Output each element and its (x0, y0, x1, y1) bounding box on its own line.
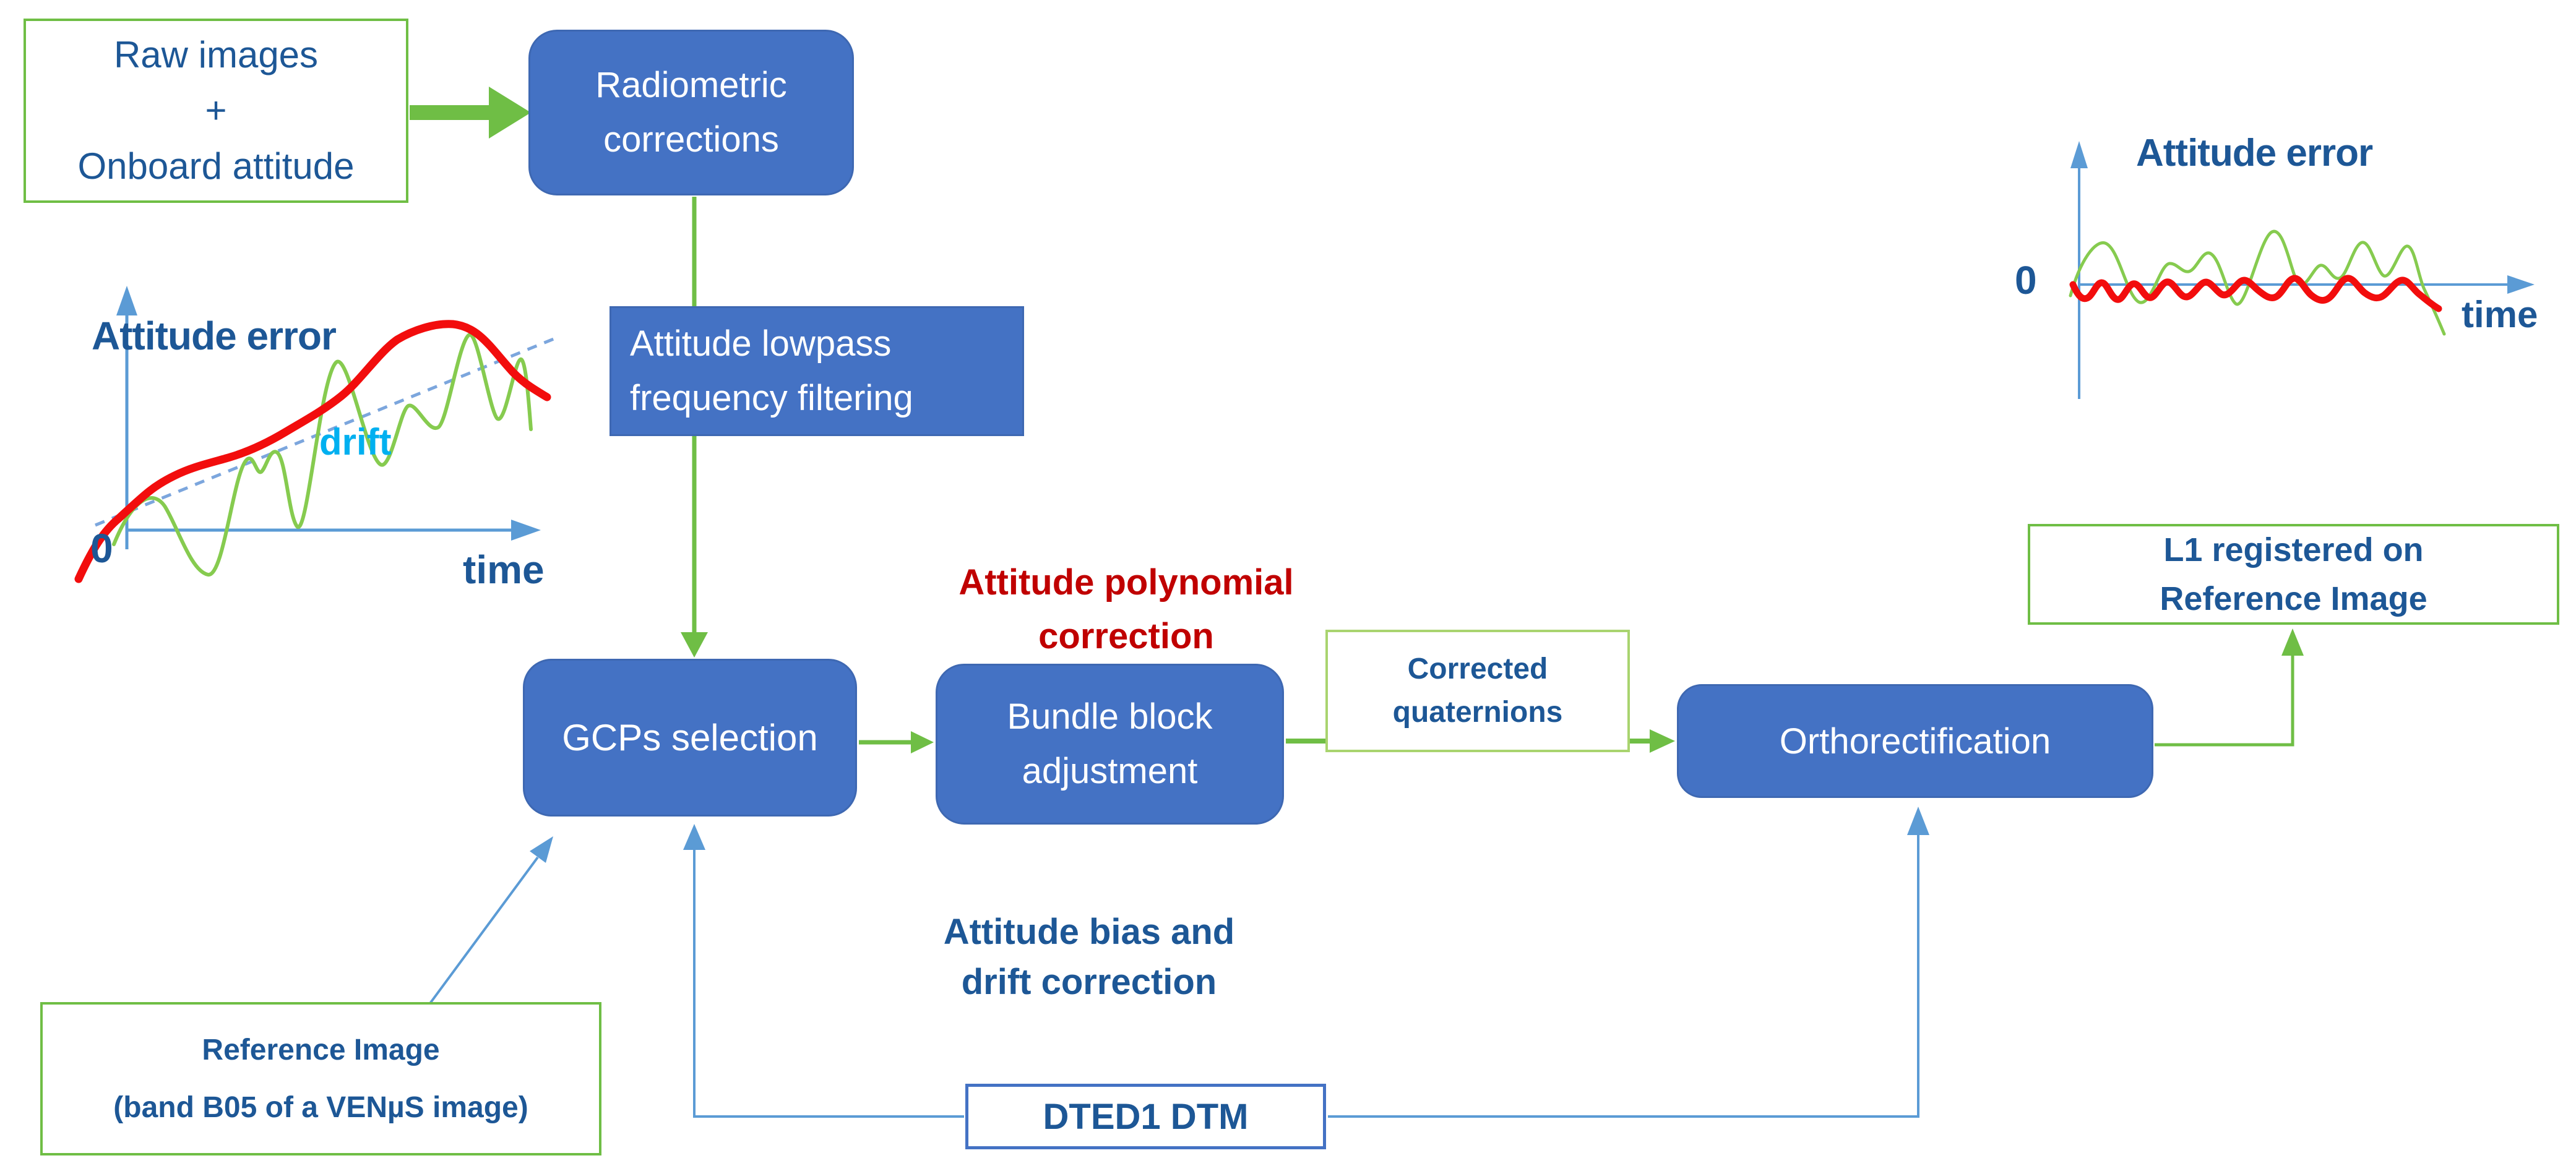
polynomial-line-2: correction (1038, 616, 1214, 656)
chart-right (2069, 141, 2535, 399)
chart-right-x-label: time (2462, 294, 2538, 335)
l1-line-2: Reference Image (2160, 580, 2427, 617)
reference-line-2: (band B05 of a VENµS image) (113, 1091, 528, 1124)
gcps-label: GCPs selection (562, 717, 818, 758)
node-radiometric-corrections: Radiometric corrections (528, 30, 854, 195)
annotation-attitude-polynomial: Attitude polynomial correction (885, 555, 1368, 663)
quaternions-line-1: Corrected (1407, 653, 1548, 686)
lowpass-line-2: frequency filtering (630, 378, 913, 418)
arrow-dted-to-ortho (1328, 807, 1929, 1118)
node-bundle-block-adjustment: Bundle block adjustment (936, 664, 1284, 825)
arrow-raw-to-radiometric (410, 87, 531, 139)
chart-left-drift-label: drift (319, 421, 392, 463)
chart-right-y-axis (2070, 141, 2088, 399)
quaternions-line-2: quaternions (1392, 696, 1563, 729)
bias-line-1: Attitude bias and (943, 912, 1235, 952)
raw-input-line-3: Onboard attitude (77, 145, 355, 187)
node-reference-image: Reference Image (band B05 of a VENµS ima… (40, 1002, 601, 1155)
chart-left-red-curve (74, 320, 551, 583)
raw-input-line-1: Raw images (113, 34, 319, 75)
arrow-gcps-to-bundle (859, 731, 934, 753)
chart-right-x-axis (2079, 275, 2535, 294)
dted-label: DTED1 DTM (1043, 1096, 1249, 1137)
bundle-line-2: adjustment (1022, 751, 1198, 791)
node-orthorectification: Orthorectification (1677, 684, 2153, 798)
orthorectification-label: Orthorectification (1779, 721, 2051, 761)
arrow-ortho-to-l1 (2155, 628, 2304, 747)
chart-right-origin-label: 0 (2015, 258, 2037, 302)
annotation-attitude-bias: Attitude bias and drift correction (860, 907, 1318, 1007)
radiometric-line-2: corrections (603, 119, 779, 160)
chart-right-red-curve (2069, 275, 2442, 312)
chart-left-x-axis (127, 520, 541, 541)
polynomial-line-1: Attitude polynomial (958, 562, 1294, 602)
radiometric-line-1: Radiometric (595, 64, 787, 105)
chart-left-x-label: time (463, 547, 545, 592)
node-dted-dtm: DTED1 DTM (965, 1084, 1326, 1149)
node-attitude-lowpass-filtering: Attitude lowpass frequency filtering (610, 306, 1024, 436)
chart-left-origin-label: 0 (90, 525, 113, 571)
bias-line-2: drift correction (961, 962, 1217, 1003)
lowpass-line-1: Attitude lowpass (630, 323, 892, 364)
reference-line-1: Reference Image (202, 1034, 440, 1066)
node-raw-input: Raw images + Onboard attitude (24, 19, 408, 203)
bundle-line-1: Bundle block (1007, 696, 1213, 737)
chart-right-title: Attitude error (2136, 132, 2373, 174)
chart-left-title: Attitude error (92, 314, 337, 358)
l1-line-1: L1 registered on (2163, 531, 2424, 569)
arrow-reference-to-gcps (429, 836, 553, 1005)
node-corrected-quaternions: Corrected quaternions (1325, 630, 1630, 752)
chart-right-green-curve (2069, 229, 2446, 336)
node-gcps-selection: GCPs selection (523, 659, 857, 817)
node-l1-registered: L1 registered on Reference Image (2028, 524, 2559, 625)
raw-input-line-2: + (205, 90, 227, 131)
